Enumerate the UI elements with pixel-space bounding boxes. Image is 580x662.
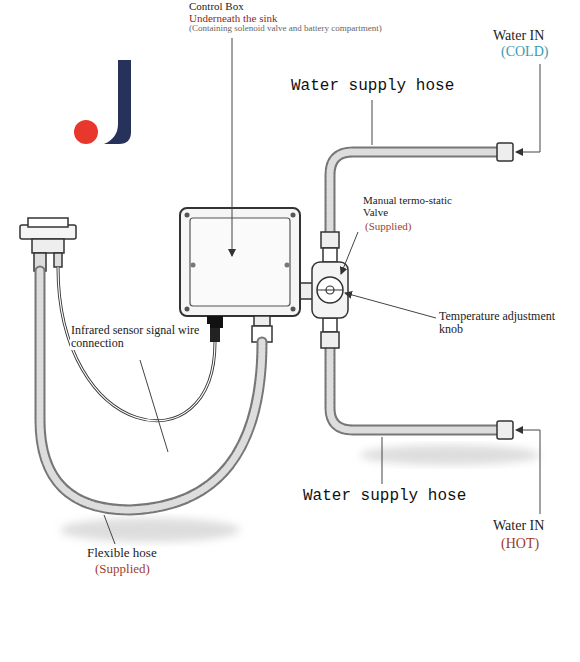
hose-nut [497, 421, 513, 439]
part-label: Temperature adjustment knob [438, 310, 558, 336]
part-label: Manual termo-static Valve [362, 194, 460, 218]
inlet-note: (COLD) [500, 44, 549, 59]
flexible-hose [40, 271, 262, 510]
logo-mark [104, 60, 131, 144]
inlet-note: (HOT) [500, 536, 540, 551]
control-box [180, 208, 300, 342]
part-note: (Supplied) [364, 220, 412, 232]
thermostatic-valve [300, 262, 348, 318]
hose-label: Water supply hose [302, 488, 467, 506]
inlet-label: Water IN [492, 518, 545, 533]
part-note: (Containing solenoid valve and battery c… [188, 24, 383, 34]
supply-hoses [330, 152, 498, 430]
sensor-wire [58, 267, 215, 421]
part-note: Underneath the sink [188, 12, 279, 24]
part-label: Infrared sensor signal wire connection [70, 324, 210, 350]
hose-label: Water supply hose [290, 78, 455, 96]
part-label: Flexible hose [86, 546, 158, 560]
logo-dot [74, 120, 98, 144]
hose-nut [497, 143, 513, 161]
leader-lines [104, 38, 540, 544]
sensor-wire [58, 267, 215, 421]
sensor-faucet [20, 218, 76, 271]
part-title: Control Box [188, 0, 245, 12]
part-note: (Supplied) [94, 562, 151, 576]
inlet-label: Water IN [492, 28, 545, 43]
